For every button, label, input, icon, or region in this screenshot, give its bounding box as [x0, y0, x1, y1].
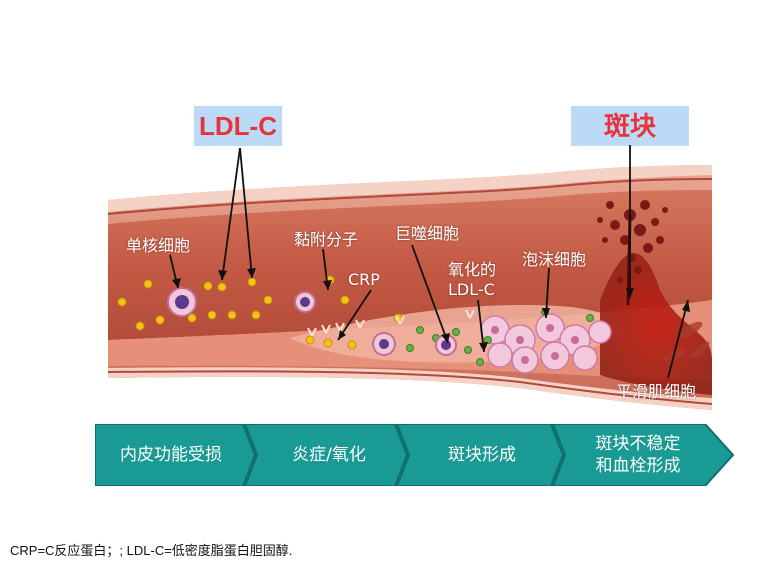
arrow-heads [172, 268, 690, 352]
adhesion-molecules [307, 309, 475, 337]
stage-plaque-formation: 斑块形成 [448, 445, 516, 465]
stage-plaque-instability-thrombosis: 斑块不稳定 和血栓形成 [595, 434, 681, 476]
monocyte-cells [167, 287, 457, 356]
plaque-callout: 斑块 [571, 106, 689, 146]
label-smooth-muscle: 平滑肌细胞 [616, 382, 697, 401]
ldl-c-callout: LDL-C [194, 106, 282, 146]
progression-arrow: 内皮功能受损 炎症/氧化 斑块形成 斑块不稳定 和血栓形成 [95, 424, 735, 486]
progression-chevrons [95, 424, 735, 486]
label-oxidized-ldl-line1: 氧化的 [448, 260, 497, 279]
stage-inflammation-oxidation: 炎症/氧化 [292, 445, 366, 465]
label-oxidized-ldl-line2: LDL-C [448, 280, 495, 299]
label-macrophage: 巨噬细胞 [395, 224, 460, 243]
label-adhesion-molecule: 黏附分子 [294, 230, 359, 249]
label-crp: CRP [348, 270, 380, 289]
label-foam-cell: 泡沫细胞 [522, 250, 587, 269]
artery-lumen [108, 190, 712, 340]
stage-endothelial-dysfunction: 内皮功能受损 [120, 445, 222, 465]
thrombus-cluster [597, 200, 668, 283]
smooth-muscle-cells [663, 321, 710, 361]
ldl-particles [117, 275, 403, 350]
label-monocyte: 单核细胞 [126, 236, 191, 255]
footnote: CRP=C反应蛋白；; LDL-C=低密度脂蛋白胆固醇. [10, 543, 293, 558]
